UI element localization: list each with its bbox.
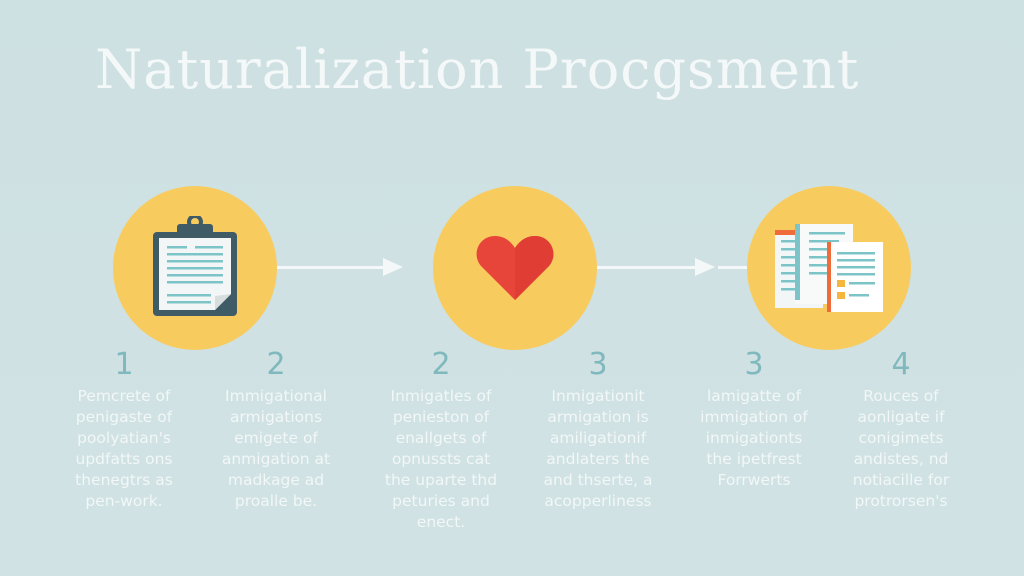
step-number: 3 [744,347,764,382]
clipboard-icon [153,216,237,316]
step-circle-2 [433,186,597,350]
step-circle-3 [747,186,911,350]
step-number: 2 [266,347,286,382]
step-number: 1 [114,347,134,382]
documents-icon [775,224,883,312]
arrow-connector-2 [597,258,715,276]
step-circle-1 [113,186,277,350]
step-number: 3 [588,347,608,382]
arrow-connector-1 [277,258,403,276]
arrow-connector-3 [718,266,748,269]
page-title: Naturalization Procgsment [95,38,860,101]
heart-icon [476,236,554,300]
step-number: 4 [891,347,911,382]
step-number: 2 [431,347,451,382]
